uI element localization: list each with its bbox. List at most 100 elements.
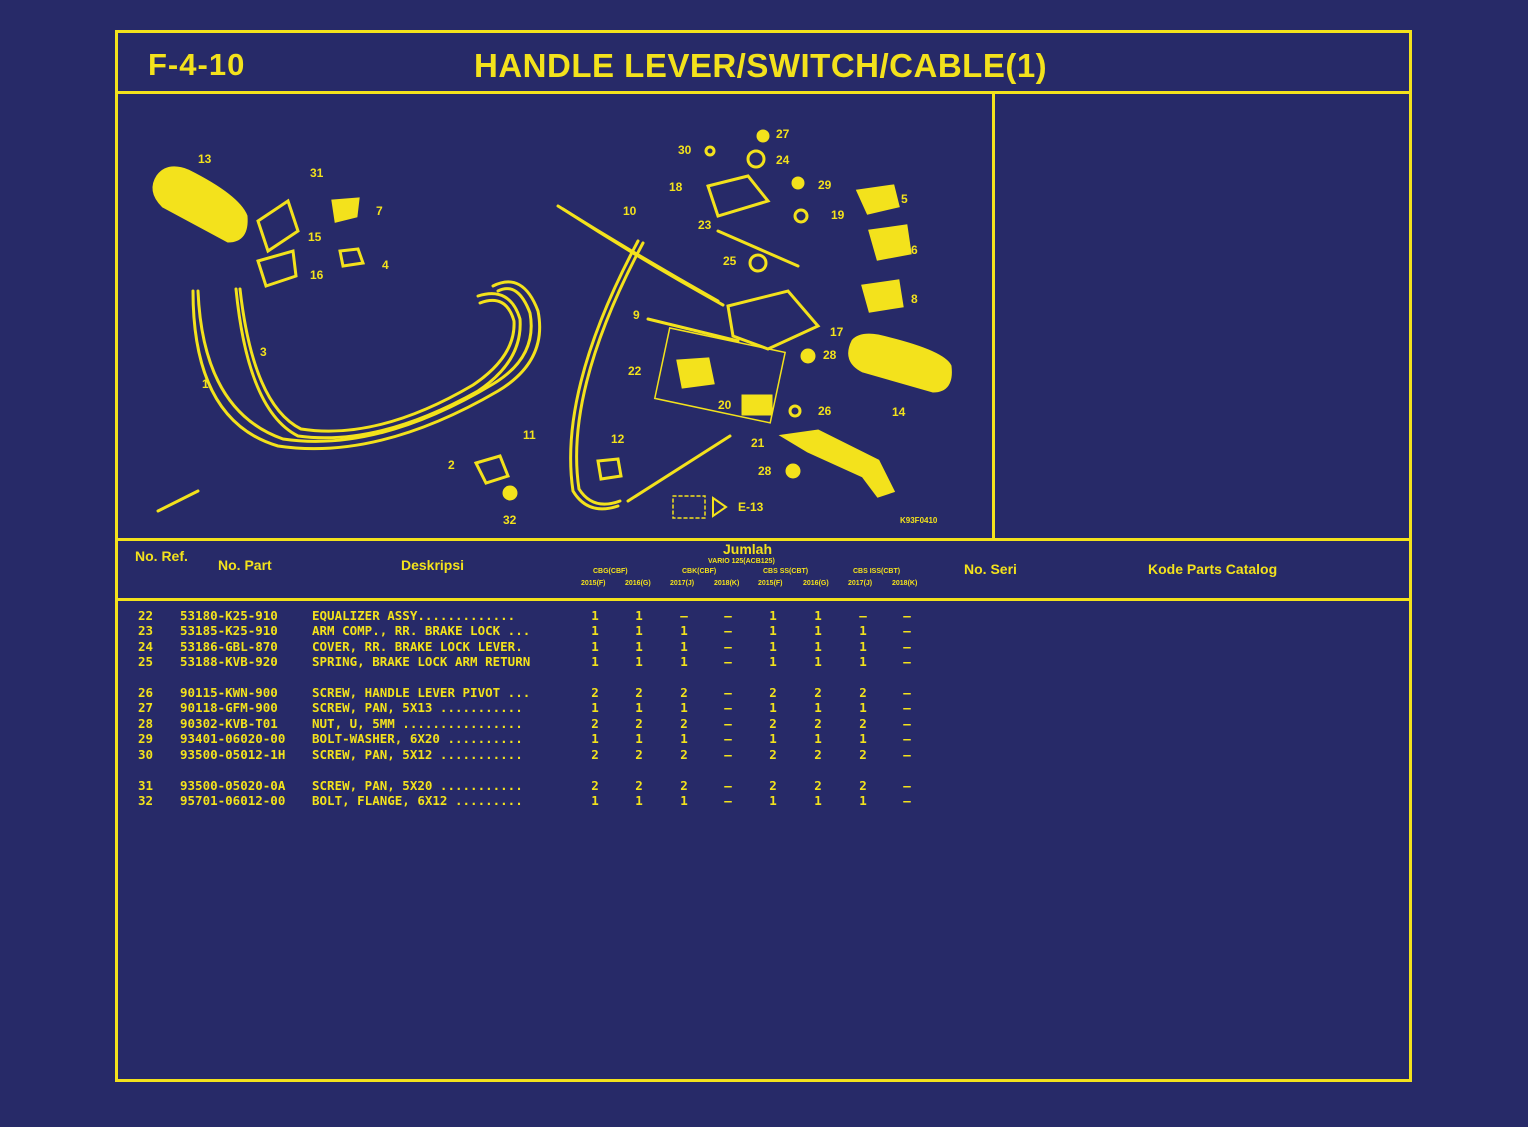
col-part-header: No. Part <box>218 557 272 573</box>
quantity-cell: 1 <box>635 654 643 669</box>
quantity-cell: 1 <box>769 623 777 638</box>
cable-1-inner-part <box>196 287 533 443</box>
ref-number: 22 <box>138 608 154 623</box>
screw-27-part <box>756 129 770 143</box>
screw-26-part <box>788 404 802 418</box>
quantity-cell: 2 <box>680 778 688 793</box>
quantity-cell: – <box>903 778 911 793</box>
quantity-cell: 1 <box>814 731 822 746</box>
quantity-cell: 1 <box>859 623 867 638</box>
quantity-cell: 1 <box>635 731 643 746</box>
year-1: 2016(G) <box>625 580 651 587</box>
quantity-cell: 2 <box>769 778 777 793</box>
quantity-cell: 1 <box>814 654 822 669</box>
ref-number: 27 <box>138 700 154 715</box>
quantity-cell: 1 <box>859 639 867 654</box>
quantity-cell: 2 <box>859 778 867 793</box>
callout-29: 29 <box>818 178 832 192</box>
callout-13: 13 <box>198 152 212 166</box>
part-number: 90115-KWN-900 <box>180 685 278 700</box>
col-desc-header: Deskripsi <box>401 557 465 573</box>
part-number: 53180-K25-910 <box>180 608 278 623</box>
cover-24-part <box>746 149 766 169</box>
quantity-cell: – <box>903 793 911 808</box>
quantity-cell: 2 <box>635 685 643 700</box>
quantity-cell: – <box>724 778 732 793</box>
quantity-cell: 1 <box>680 700 688 715</box>
part-description: BOLT-WASHER, 6X20 .......... <box>312 731 523 746</box>
callout-e-13: E-13 <box>738 500 764 514</box>
part-number: 95701-06012-00 <box>180 793 286 808</box>
part-description: SPRING, BRAKE LOCK ARM RETURN <box>312 654 531 669</box>
equalizer-box <box>653 327 787 424</box>
ref-number: 30 <box>138 747 154 762</box>
quantity-cell: 1 <box>814 700 822 715</box>
callout-2: 2 <box>448 458 455 472</box>
quantity-cell: – <box>724 608 732 623</box>
callout-20: 20 <box>718 398 732 412</box>
quantity-cell: 1 <box>769 793 777 808</box>
callout-27: 27 <box>776 127 790 141</box>
quantity-cell: 1 <box>591 608 599 623</box>
quantity-cell: 1 <box>814 608 822 623</box>
quantity-cell: 2 <box>859 747 867 762</box>
quantity-cell: – <box>724 639 732 654</box>
year-2: 2017(J) <box>670 580 695 587</box>
part-number: 53186-GBL-870 <box>180 639 278 654</box>
quantity-cell: 2 <box>769 716 777 731</box>
quantity-cell: 1 <box>591 700 599 715</box>
callout-28: 28 <box>823 348 837 362</box>
quantity-cell: 2 <box>591 716 599 731</box>
cable-1-part <box>191 280 542 451</box>
quantity-cell: 1 <box>859 793 867 808</box>
quantity-cell: 1 <box>859 731 867 746</box>
quantity-cell: 2 <box>680 716 688 731</box>
quantity-cell: – <box>724 731 732 746</box>
ref-number: 31 <box>138 778 154 793</box>
quantity-cell: 1 <box>769 654 777 669</box>
page-title: HANDLE LEVER/SWITCH/CABLE(1) <box>474 47 1048 84</box>
callout-19: 19 <box>831 208 845 222</box>
ref-number: 24 <box>138 639 154 654</box>
col-qty-header: Jumlah <box>723 541 773 557</box>
callout-23: 23 <box>698 218 712 232</box>
callout-30: 30 <box>678 143 692 157</box>
ref-number: 29 <box>138 731 154 746</box>
spring-20-part <box>741 394 773 416</box>
bracket-2-part <box>473 454 510 485</box>
bolt-29-part <box>791 176 805 190</box>
quantity-cell: – <box>724 654 732 669</box>
nut-28-part <box>800 348 816 364</box>
part-number: 93500-05020-0A <box>180 778 286 793</box>
callout-3: 3 <box>260 345 267 359</box>
bolt-32-part <box>502 485 518 501</box>
callout-24: 24 <box>776 153 790 167</box>
callout-17: 17 <box>830 325 844 339</box>
quantity-cell: 1 <box>769 608 777 623</box>
cable-3-inner-part <box>238 287 516 433</box>
quantity-cell: 1 <box>680 654 688 669</box>
callout-9: 9 <box>633 308 640 322</box>
callout-31: 31 <box>310 166 324 180</box>
quantity-cell: 1 <box>859 654 867 669</box>
quantity-cell: 2 <box>769 685 777 700</box>
switch-4-part <box>338 247 366 268</box>
quantity-cell: – <box>680 608 688 623</box>
model-1: CBK(CBF) <box>682 568 717 575</box>
quantity-cell: – <box>903 608 911 623</box>
ref-e13-box <box>672 495 706 519</box>
arm-23-part <box>716 229 800 268</box>
callout-5: 5 <box>901 192 908 206</box>
callout-22: 22 <box>628 364 642 378</box>
callout-4: 4 <box>382 258 389 272</box>
quantity-cell: – <box>724 747 732 762</box>
quantity-cell: 2 <box>635 716 643 731</box>
callout-26: 26 <box>818 404 832 418</box>
cover-18-part <box>706 174 771 218</box>
ref-number: 25 <box>138 654 154 669</box>
quantity-cell: 1 <box>591 793 599 808</box>
quantity-cell: 1 <box>859 700 867 715</box>
part-number: 90302-KVB-T01 <box>180 716 278 731</box>
cable-11-part <box>569 239 640 511</box>
